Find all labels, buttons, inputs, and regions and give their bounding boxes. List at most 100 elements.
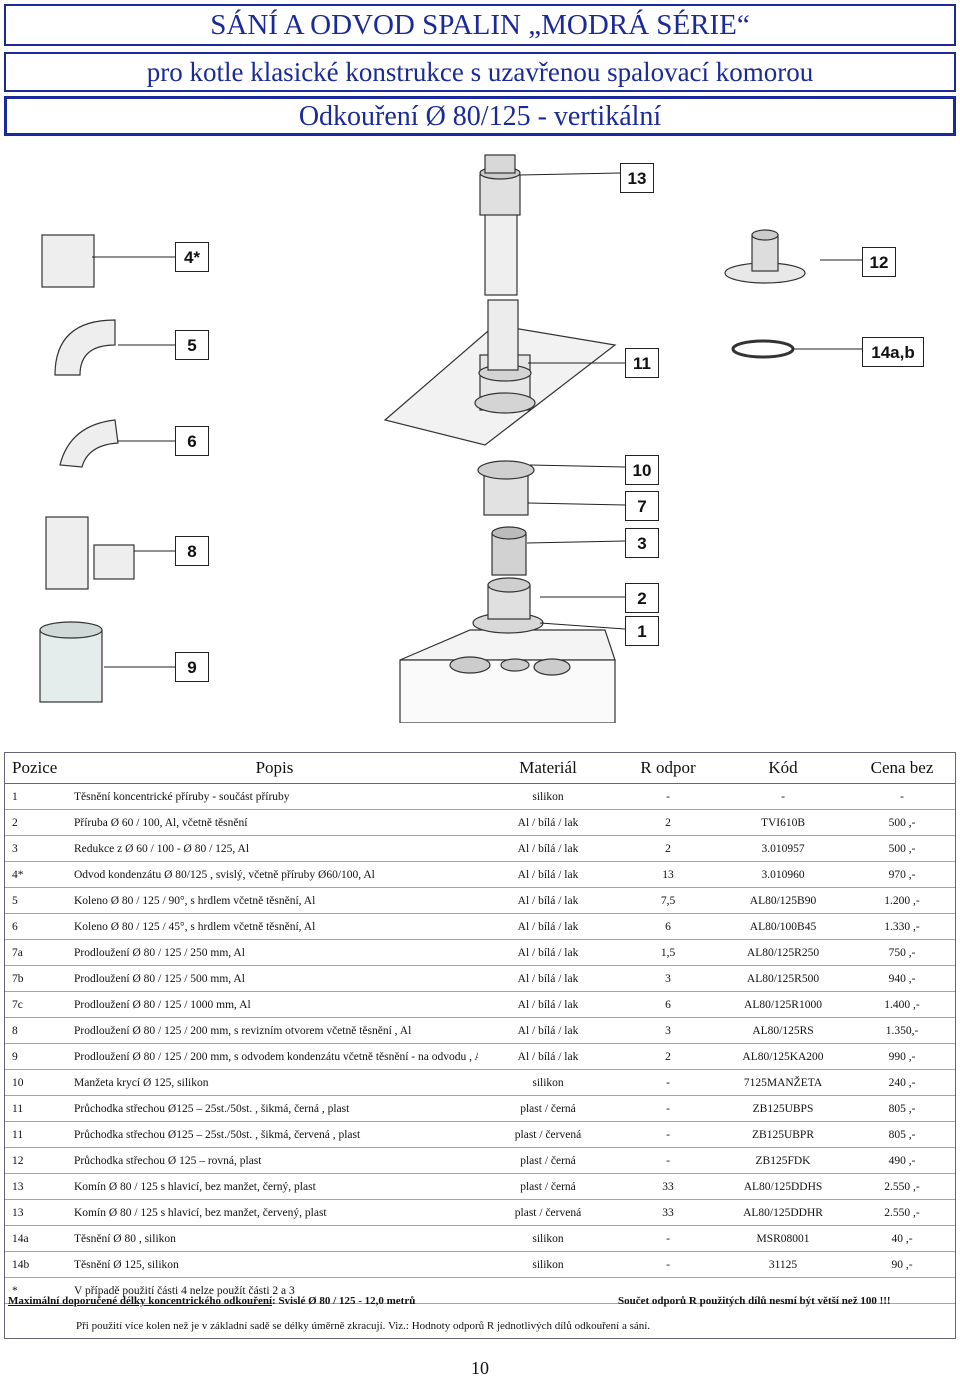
cell-pozice: 9 — [4, 1043, 71, 1070]
cell-r-odpor: 33 — [618, 1199, 718, 1226]
cell-kod: AL80/125R500 — [718, 965, 848, 992]
cell-pozice: 5 — [4, 887, 71, 914]
callout-9: 9 — [175, 652, 209, 682]
cell-cena: 2.550 ,- — [848, 1173, 956, 1200]
table-row: 4*Odvod kondenzátu Ø 80/125 , svislý, vč… — [4, 861, 956, 888]
max-length-value: : Svislé Ø 80 / 125 - 12,0 metrů — [272, 1295, 416, 1307]
cell-pozice: 7a — [4, 939, 71, 966]
cell-popis: Těsnění Ø 80 , silikon — [71, 1225, 478, 1252]
cell-r-odpor: - — [618, 1095, 718, 1122]
cell-cena: 805 ,- — [848, 1095, 956, 1122]
footer-small-note: Při použití více kolen než je v základní… — [76, 1320, 651, 1332]
cell-cena: 500 ,- — [848, 809, 956, 836]
cell-cena: 40 ,- — [848, 1225, 956, 1252]
cell-material: plast / černá — [478, 1147, 618, 1174]
boiler-top — [399, 629, 616, 661]
cell-material: plast / červená — [478, 1199, 618, 1226]
cell-kod: AL80/125DDHS — [718, 1173, 848, 1200]
callout-7: 7 — [625, 491, 659, 521]
cell-r-odpor: - — [618, 1251, 718, 1278]
cell-cena: 1.350,- — [848, 1017, 956, 1044]
max-length-note: Maximální doporučené délky koncentrickéh… — [8, 1295, 415, 1307]
cell-pozice: 13 — [4, 1199, 71, 1226]
cell-pozice: 7c — [4, 991, 71, 1018]
section-title: Odkouření Ø 80/125 - vertikální — [4, 96, 956, 136]
cell-pozice: 4* — [4, 861, 71, 888]
parts-table: Pozice Popis Materiál R odpor Kód Cena b… — [4, 752, 956, 1304]
cell-r-odpor: - — [618, 1225, 718, 1252]
cell-cena: 500 ,- — [848, 835, 956, 862]
max-length-label: Maximální doporučené délky koncentrickéh… — [8, 1295, 273, 1307]
callout-13: 13 — [620, 163, 654, 193]
diagram-drawing — [39, 154, 862, 724]
callout-2: 2 — [625, 583, 659, 613]
cell-cena: 1.400 ,- — [848, 991, 956, 1018]
cell-popis: Příruba Ø 60 / 100, Al, včetně těsnění — [71, 809, 478, 836]
cell-popis: Redukce z Ø 60 / 100 - Ø 80 / 125, Al — [71, 835, 478, 862]
note-text: V případě použití části 4 nelze použít č… — [71, 1277, 956, 1304]
cell-kod: 3.010957 — [718, 835, 848, 862]
cell-r-odpor: 2 — [618, 835, 718, 862]
col-header-cena: Cena bez — [848, 752, 956, 784]
cell-kod: ZB125UBPR — [718, 1121, 848, 1148]
cell-pozice: 13 — [4, 1173, 71, 1200]
callout-4: 4* — [175, 242, 209, 272]
cell-popis: Průchodka střechou Ø 125 – rovná, plast — [71, 1147, 478, 1174]
cell-pozice: 3 — [4, 835, 71, 862]
page-subtitle: pro kotle klasické konstrukce s uzavřeno… — [4, 52, 956, 92]
cell-cena: 1.330 ,- — [848, 913, 956, 940]
cell-pozice: 12 — [4, 1147, 71, 1174]
callout-1: 1 — [625, 616, 659, 646]
cell-cena: 90 ,- — [848, 1251, 956, 1278]
reducer — [491, 532, 527, 576]
callout-6: 6 — [175, 426, 209, 456]
col-header-kod: Kód — [718, 752, 848, 784]
col-header-r-odpor: R odpor — [618, 752, 718, 784]
col-header-popis: Popis — [71, 752, 478, 784]
cell-material: plast / černá — [478, 1173, 618, 1200]
cell-material: plast / černá — [478, 1095, 618, 1122]
cell-material: Al / bílá / lak — [478, 861, 618, 888]
cell-kod: TVI610B — [718, 809, 848, 836]
cell-popis: Manžeta krycí Ø 125, silikon — [71, 1069, 478, 1096]
part-8 — [45, 516, 89, 590]
cell-r-odpor: - — [618, 1121, 718, 1148]
cell-material: Al / bílá / lak — [478, 1043, 618, 1070]
cell-popis: Prodloužení Ø 80 / 125 / 1000 mm, Al — [71, 991, 478, 1018]
cell-popis: Komín Ø 80 / 125 s hlavicí, bez manžet, … — [71, 1173, 478, 1200]
exploded-assembly-diagram: 13 4* 12 5 14a,b 11 6 10 7 8 3 2 1 9 — [30, 145, 940, 724]
callout-5: 5 — [175, 330, 209, 360]
cell-r-odpor: - — [618, 783, 718, 810]
cell-cena: 750 ,- — [848, 939, 956, 966]
cell-pozice: 6 — [4, 913, 71, 940]
cell-cena: 2.550 ,- — [848, 1199, 956, 1226]
cell-kod: 3.010960 — [718, 861, 848, 888]
cell-material: Al / bílá / lak — [478, 809, 618, 836]
cell-pozice: 11 — [4, 1121, 71, 1148]
cell-popis: Těsnění koncentrické příruby - součást p… — [71, 783, 478, 810]
callout-12: 12 — [862, 247, 896, 277]
cell-material: Al / bílá / lak — [478, 939, 618, 966]
cell-popis: Prodloužení Ø 80 / 125 / 200 mm, s odvod… — [71, 1043, 478, 1070]
cell-kod: MSR08001 — [718, 1225, 848, 1252]
cell-popis: Prodloužení Ø 80 / 125 / 250 mm, Al — [71, 939, 478, 966]
seal-ring — [731, 339, 795, 359]
cell-r-odpor: 6 — [618, 913, 718, 940]
col-header-material: Materiál — [478, 752, 618, 784]
cell-r-odpor: 3 — [618, 965, 718, 992]
cell-material: silikon — [478, 1069, 618, 1096]
callout-8: 8 — [175, 536, 209, 566]
part-6 — [59, 419, 119, 468]
cell-r-odpor: - — [618, 1069, 718, 1096]
cell-popis: Prodloužení Ø 80 / 125 / 500 mm, Al — [71, 965, 478, 992]
page-title: SÁNÍ A ODVOD SPALIN „MODRÁ SÉRIE“ — [4, 4, 956, 46]
cell-cena: - — [848, 783, 956, 810]
cell-cena: 805 ,- — [848, 1121, 956, 1148]
